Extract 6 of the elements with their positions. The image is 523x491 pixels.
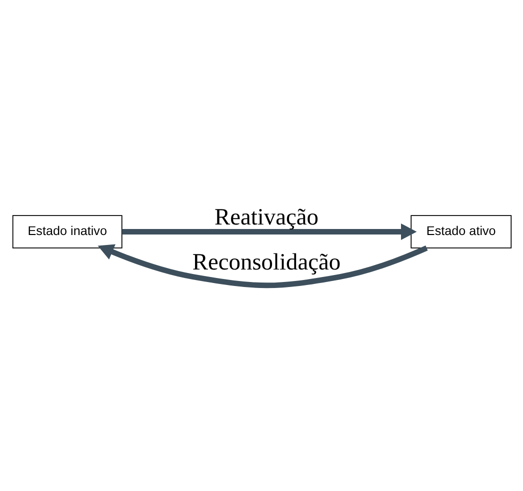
node-box: Estado inativo — [12, 215, 122, 248]
edge-label: Reconsolidação — [192, 249, 340, 276]
arrow — [97, 244, 428, 288]
arrow — [121, 223, 416, 240]
edge-label: Reativação — [214, 204, 318, 230]
node-box: Estado ativo — [410, 215, 512, 248]
